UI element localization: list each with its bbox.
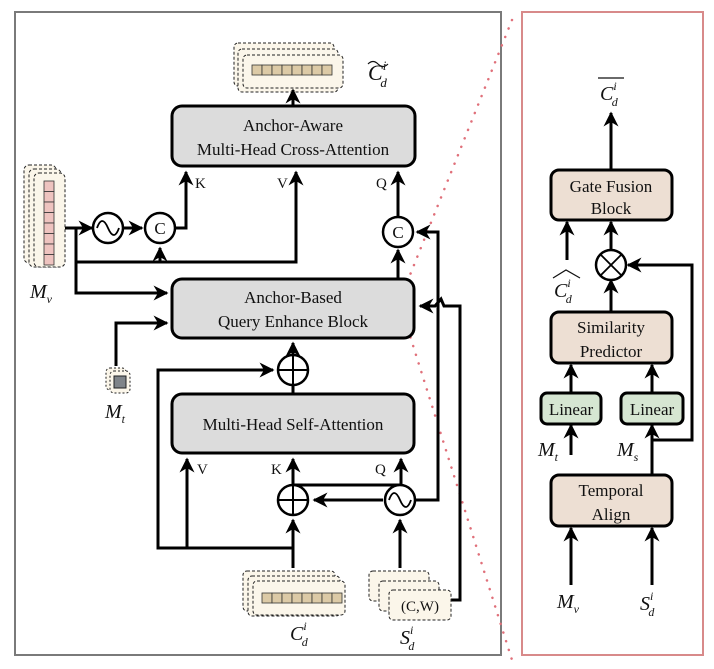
token-cell (271, 592, 283, 604)
visual-tensor-label: Mv (29, 281, 53, 306)
token-cell (291, 592, 303, 604)
similarity-predictor-block: Similarity Predictor (549, 310, 674, 365)
token-cell (291, 64, 303, 76)
svg-text:Gate Fusion: Gate Fusion (570, 177, 653, 196)
gate-fusion-block: Gate Fusion Block (549, 168, 674, 222)
self-v-label: V (197, 462, 208, 478)
visual-connections (65, 170, 304, 301)
token-cell (251, 64, 263, 76)
mv-label-right: Mv (556, 591, 580, 616)
context-tensor-stack (242, 570, 346, 617)
token-cell (281, 64, 293, 76)
token-cell (43, 243, 55, 255)
token-cell (43, 201, 55, 213)
svg-text:Anchor-Based: Anchor-Based (244, 288, 342, 307)
svg-text:Multi-Head Self-Attention: Multi-Head Self-Attention (203, 415, 384, 434)
svg-text:Query Enhance Block: Query Enhance Block (218, 312, 369, 331)
token-cell (261, 592, 273, 604)
linear-left-block: Linear (539, 391, 603, 426)
cross-k-label: K (195, 176, 206, 192)
svg-text:Multi-Head Cross-Attention: Multi-Head Cross-Attention (197, 140, 390, 159)
svg-text:Linear: Linear (549, 400, 594, 419)
visual-tensor-stack (23, 164, 66, 268)
svg-text:Block: Block (591, 199, 632, 218)
svg-text:Similarity: Similarity (577, 318, 646, 337)
token-cell (43, 233, 55, 245)
token-cell (301, 592, 313, 604)
modulate-op-top (91, 211, 125, 245)
multiply-op (594, 248, 628, 282)
token-cell (311, 592, 323, 604)
hat-accent (552, 269, 581, 279)
zoom-connector-top (398, 18, 514, 302)
ms-label: Ms (616, 439, 639, 464)
token-cell (311, 64, 323, 76)
text-tensor-label: Mt (104, 401, 126, 426)
cross-attention-block: Anchor-Aware Multi-Head Cross-Attention (170, 104, 417, 168)
svg-text:Temporal: Temporal (579, 481, 644, 500)
svg-text:Predictor: Predictor (580, 342, 643, 361)
modulate-op-bottom (383, 483, 417, 517)
token-cell (321, 592, 333, 604)
query-enhance-block: Anchor-Based Query Enhance Block (170, 277, 416, 340)
token-cell (43, 180, 55, 192)
self-k-label: K (271, 462, 282, 478)
output-tensor-stack (233, 42, 344, 93)
svg-text:C: C (392, 223, 403, 242)
text-tensor-stack (105, 367, 131, 394)
left-panel-frame (14, 11, 502, 656)
svg-text:Anchor-Aware: Anchor-Aware (243, 116, 343, 135)
self-attention-block: Multi-Head Self-Attention (170, 392, 416, 455)
linear-right-block: Linear (619, 391, 685, 426)
token-cell (43, 212, 55, 224)
right-panel-frame (521, 11, 704, 656)
residual-connections (156, 341, 301, 550)
token-cell (331, 592, 343, 604)
token-cell (261, 64, 273, 76)
token-cell (301, 64, 313, 76)
text-connection (114, 315, 169, 366)
token-cell (43, 222, 55, 234)
token-cell (281, 592, 293, 604)
token-cell (43, 254, 55, 266)
self-q-label: Q (375, 462, 386, 478)
svg-text:C: C (154, 219, 165, 238)
add-op-top (276, 353, 310, 387)
cross-q-label: Q (376, 176, 387, 192)
cross-v-label: V (277, 176, 288, 192)
add-op-bottom (276, 483, 310, 517)
tilde-accent (367, 60, 389, 68)
temporal-align-block: Temporal Align (549, 473, 674, 528)
svg-text:Align: Align (592, 505, 631, 524)
state-tensor-stack: (C,W) (368, 570, 452, 621)
token-cell (43, 191, 55, 203)
svg-text:Linear: Linear (630, 400, 675, 419)
concat-op-right: C (381, 215, 415, 249)
right-panel-connections (559, 111, 694, 585)
svg-text:(C,W): (C,W) (401, 599, 439, 615)
token-cell (271, 64, 283, 76)
mt-label: Mt (537, 439, 559, 464)
concat-op-left: C (143, 211, 177, 245)
token-cell (321, 64, 333, 76)
